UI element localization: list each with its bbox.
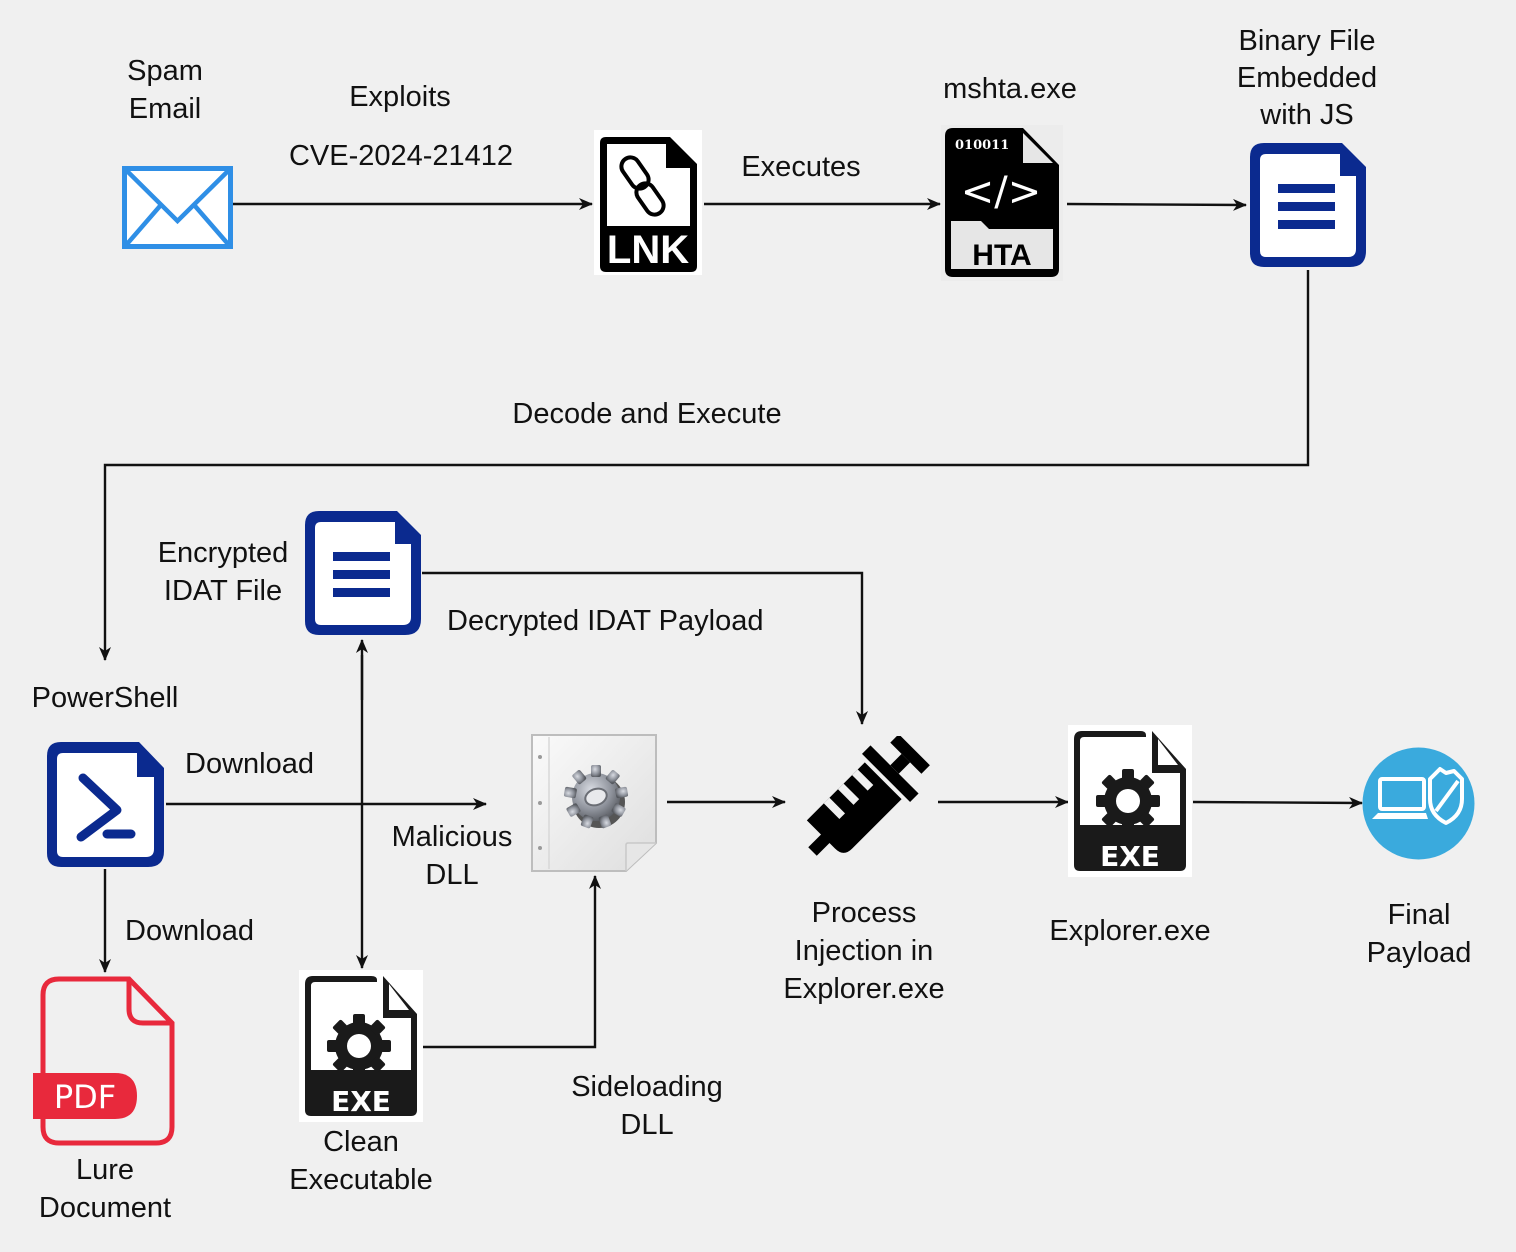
code-glyph: </>: [961, 169, 1042, 215]
malicious-dll-label: Malicious DLL: [372, 818, 532, 894]
edge-label-cve: CVE-2024-21412: [270, 137, 532, 175]
edge-hta-to-binary: [1066, 198, 1247, 211]
exe-file-icon: EXE: [1068, 725, 1192, 877]
clean-executable-label: Clean Executable: [271, 1123, 451, 1199]
label-line: mshta.exe: [943, 73, 1077, 105]
label-line: Final: [1387, 899, 1451, 931]
mshta-node[interactable]: 010011 </> HTA: [941, 125, 1063, 281]
label-line: Payload: [1366, 937, 1472, 969]
label-line: Spam: [127, 55, 203, 87]
laptop-shield-icon: [1362, 747, 1475, 860]
label-line: Executable: [289, 1164, 433, 1196]
spam-email-label: Spam Email: [110, 52, 220, 128]
final-payload-label: Final Payload: [1349, 896, 1489, 972]
label-line: Malicious: [391, 821, 513, 853]
mshta-label: mshta.exe: [920, 70, 1100, 108]
edge-label-exploits: Exploits: [300, 78, 500, 116]
encrypted-idat-label: Encrypted IDAT File: [143, 534, 303, 610]
label-line: Lure: [75, 1154, 135, 1186]
clean-executable-node[interactable]: EXE: [299, 970, 423, 1122]
label-line: IDAT File: [163, 575, 283, 607]
binary-file-label: Binary File Embedded with JS: [1207, 23, 1407, 134]
label-line: DLL: [425, 859, 479, 891]
label-line: Explorer.exe: [1049, 915, 1211, 947]
label-line: PowerShell: [31, 682, 179, 714]
edge-binary-to-powershell: [99, 270, 1310, 661]
process-injection-label: Process Injection in Explorer.exe: [764, 894, 964, 1008]
edge-label-decrypted-idat: Decrypted IDAT Payload: [447, 602, 763, 640]
malicious-dll-node[interactable]: [530, 733, 658, 873]
lnk-file-node[interactable]: LNK: [594, 130, 702, 275]
label-line: Executes: [741, 151, 861, 183]
lure-document-node[interactable]: PDF: [33, 975, 177, 1150]
pdf-badge: PDF: [54, 1078, 116, 1116]
label-line: Injection in: [794, 935, 934, 967]
explorer-exe-node[interactable]: EXE: [1068, 725, 1192, 877]
edge-label-download-dll: Download: [185, 745, 314, 783]
label-line: Sideloading: [571, 1071, 723, 1103]
powershell-label: PowerShell: [15, 679, 195, 717]
edge-label-executes: Executes: [720, 148, 882, 186]
process-injection-node[interactable]: [795, 736, 930, 868]
document-icon: [1250, 143, 1366, 267]
label-line: Embedded: [1236, 62, 1378, 94]
label-line: Explorer.exe: [783, 973, 945, 1005]
final-payload-node[interactable]: [1362, 747, 1475, 860]
label-line: Binary File: [1238, 25, 1376, 57]
syringe-icon: [806, 736, 930, 856]
label-line: Download: [185, 748, 314, 780]
label-line: Email: [128, 93, 202, 125]
label-line: DLL: [620, 1109, 674, 1141]
binary-text: 010011: [955, 138, 1009, 153]
spam-email-node[interactable]: [122, 166, 233, 249]
explorer-exe-label: Explorer.exe: [1030, 912, 1230, 950]
exe-file-icon: EXE: [299, 970, 423, 1122]
label-line: Document: [38, 1192, 172, 1224]
label-line: CVE-2024-21412: [288, 140, 514, 172]
envelope-icon: [122, 166, 233, 249]
edge-explorer-to-payload: [1192, 796, 1363, 809]
pdf-file-icon: PDF: [33, 976, 175, 1146]
exe-badge: EXE: [331, 1085, 391, 1118]
label-line: with JS: [1260, 99, 1354, 131]
label-line: Decode and Execute: [512, 398, 782, 430]
label-line: Process: [811, 897, 917, 929]
label-line: Exploits: [349, 81, 451, 113]
powershell-node[interactable]: [43, 738, 168, 871]
edge-label-sideloading: Sideloading DLL: [557, 1068, 737, 1144]
lure-document-label: Lure Document: [25, 1151, 185, 1227]
edge-label-decode-execute: Decode and Execute: [487, 395, 807, 433]
document-icon: [305, 511, 421, 635]
label-line: Clean: [323, 1126, 399, 1158]
encrypted-idat-node[interactable]: [301, 507, 425, 639]
hta-file-icon: 010011 </> HTA: [941, 125, 1063, 281]
label-line: Download: [125, 915, 254, 947]
binary-file-node[interactable]: [1246, 139, 1370, 271]
lnk-badge: LNK: [607, 228, 689, 272]
edge-label-download-pdf: Download: [125, 912, 254, 950]
powershell-icon: [47, 742, 164, 867]
label-line: Decrypted IDAT Payload: [447, 605, 764, 637]
exe-badge: EXE: [1100, 840, 1160, 873]
edge-idat-to-injection: [422, 571, 868, 725]
hta-badge: HTA: [972, 239, 1031, 272]
dll-gear-file-icon: [531, 734, 657, 872]
edge-clean-exe-to-dll: [423, 875, 601, 1049]
label-line: Encrypted: [157, 537, 289, 569]
lnk-file-icon: LNK: [594, 130, 702, 275]
